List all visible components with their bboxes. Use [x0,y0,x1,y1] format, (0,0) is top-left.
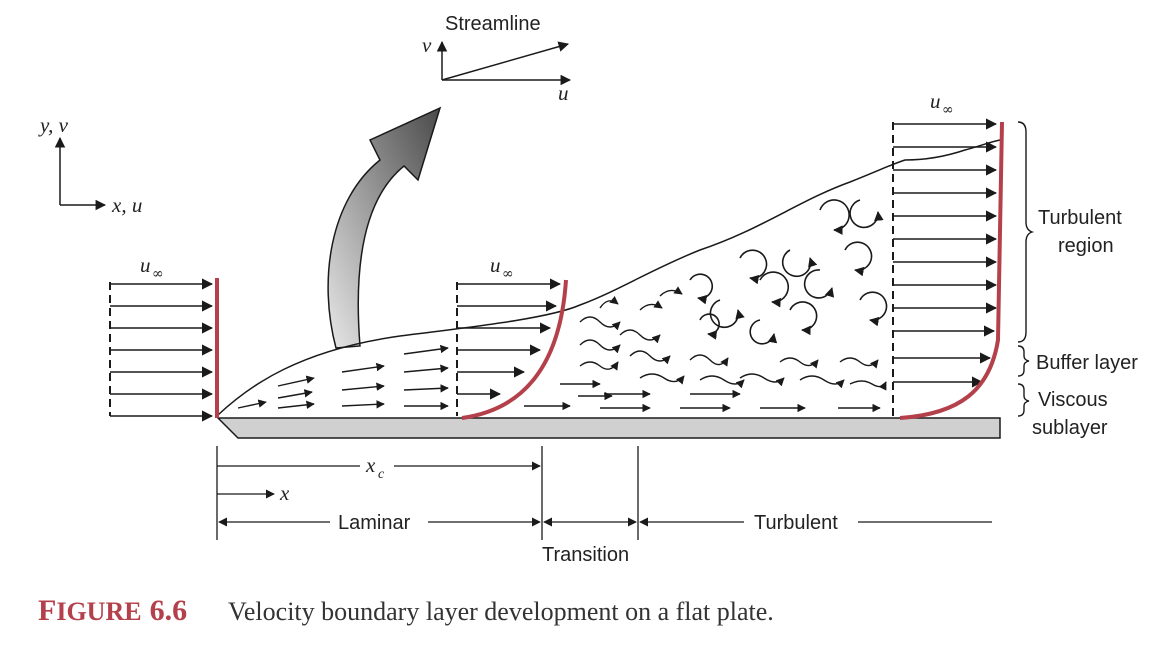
boundary-layer-edge [217,139,1001,416]
turbulent-region-label-2: region [1058,235,1114,257]
inf-sub-right: ∞ [942,102,954,118]
freestream-profile-left: u ∞ [109,253,219,422]
xc-label: x [365,453,376,477]
figure-caption: FIGURE 6.6 Velocity boundary layer develo… [38,594,774,627]
xc-subscript: c [378,467,385,482]
inf-sub-left: ∞ [152,266,164,282]
streamline-inset: Streamline v u [422,13,572,105]
transition-label: Transition [542,544,629,566]
caption-figure-word-initial: F [38,594,56,627]
curved-grey-arrow [327,106,442,349]
u-inf-label-left: u [140,253,151,277]
viscous-sublayer-label-1: Viscous [1038,389,1108,411]
xu-axis-label: x, u [111,193,142,217]
turbulent-label: Turbulent [754,512,838,534]
buffer-layer-label: Buffer layer [1036,352,1138,374]
u-inf-label-right: u [930,89,941,113]
turbulent-profile: u ∞ [892,89,1004,420]
turbulent-eddies [689,199,888,345]
caption-figure-word-rest: IGURE [56,597,141,626]
u-component-label: u [558,81,569,105]
turbulent-region-label-1: Turbulent [1038,207,1122,229]
flat-plate [216,417,1001,439]
laminar-profile: u ∞ [456,253,568,420]
v-component-label: v [422,33,432,57]
yv-axis-label: y, v [38,113,69,137]
viscous-sublayer-label-2: sublayer [1032,417,1108,439]
coordinate-axes: y, v x, u [38,113,142,217]
layer-braces [1017,121,1035,417]
wavy-flow-arrows [579,286,887,391]
u-inf-label-middle: u [490,253,501,277]
laminar-flow-arrows [237,344,449,411]
dimension-lines [216,446,992,540]
sublayer-arrows [524,379,881,413]
inf-sub-middle: ∞ [502,266,514,282]
streamline-label: Streamline [445,13,541,35]
laminar-label: Laminar [338,512,411,534]
caption-text: Velocity boundary layer development on a… [228,597,774,626]
caption-figure-number: 6.6 [150,594,188,627]
x-label: x [279,481,290,505]
